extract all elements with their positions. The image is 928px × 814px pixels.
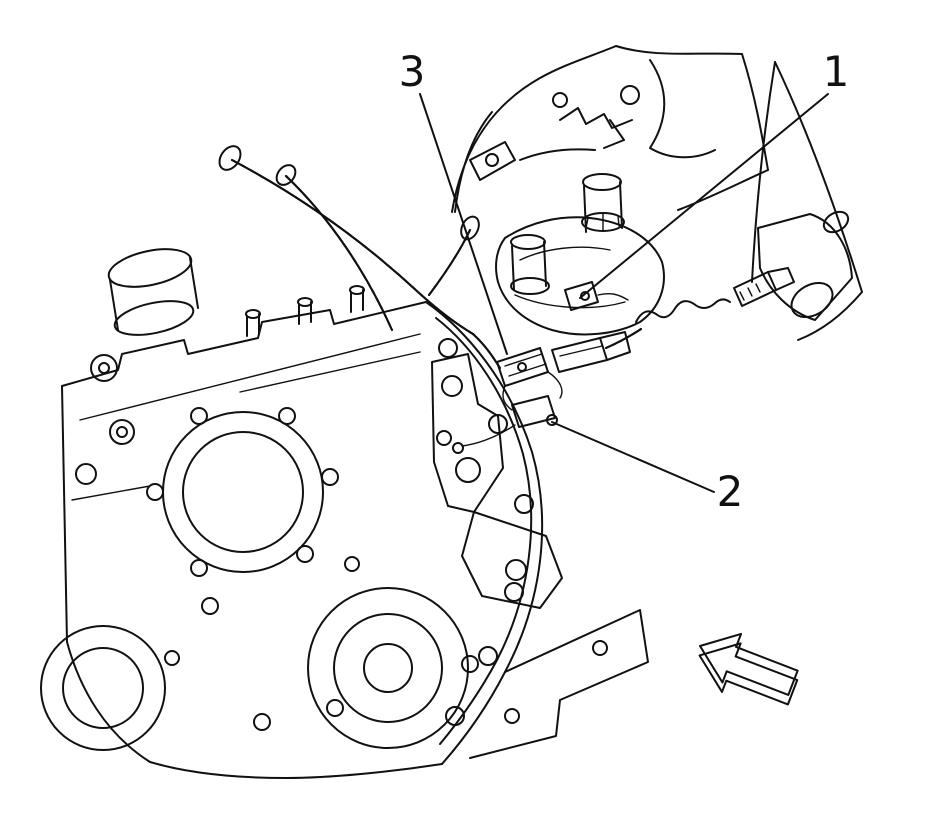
transaxle-case: [40, 248, 649, 779]
stud-bolts: [245, 285, 365, 337]
bell-housing-flange: [435, 317, 533, 745]
callout-3-leader: [419, 93, 508, 355]
connector-3-target: [496, 347, 549, 387]
coolant-outlet-pipe-upper: [581, 173, 625, 233]
wiring-harness-connectors: [452, 331, 631, 454]
callout-2-label: 2: [717, 467, 744, 516]
callout-2-leader: [551, 421, 715, 493]
direction-arrow-body: [699, 632, 799, 696]
lower-housing-circle: [307, 587, 469, 749]
coolant-outlet-pipe-lower: [510, 234, 550, 295]
direction-arrow: [698, 632, 799, 706]
callout-3-label: 3: [399, 47, 426, 96]
direction-arrow-shadow: [698, 642, 799, 706]
sensor-wire-and-sensor: [635, 267, 795, 323]
callouts: 3 1 2: [399, 47, 850, 516]
callout-1-leader: [579, 93, 829, 299]
upper-engine-assembly: [451, 45, 863, 341]
center-bracket: [431, 353, 563, 609]
main-port-circle: [146, 407, 339, 577]
callout-1-label: 1: [823, 47, 850, 96]
sensor-1-connector: [564, 281, 629, 311]
connector-b: [551, 331, 631, 373]
engine-mount-boss: [107, 248, 199, 336]
connector-2-target: [452, 395, 558, 454]
bottom-left-circle: [40, 625, 166, 751]
